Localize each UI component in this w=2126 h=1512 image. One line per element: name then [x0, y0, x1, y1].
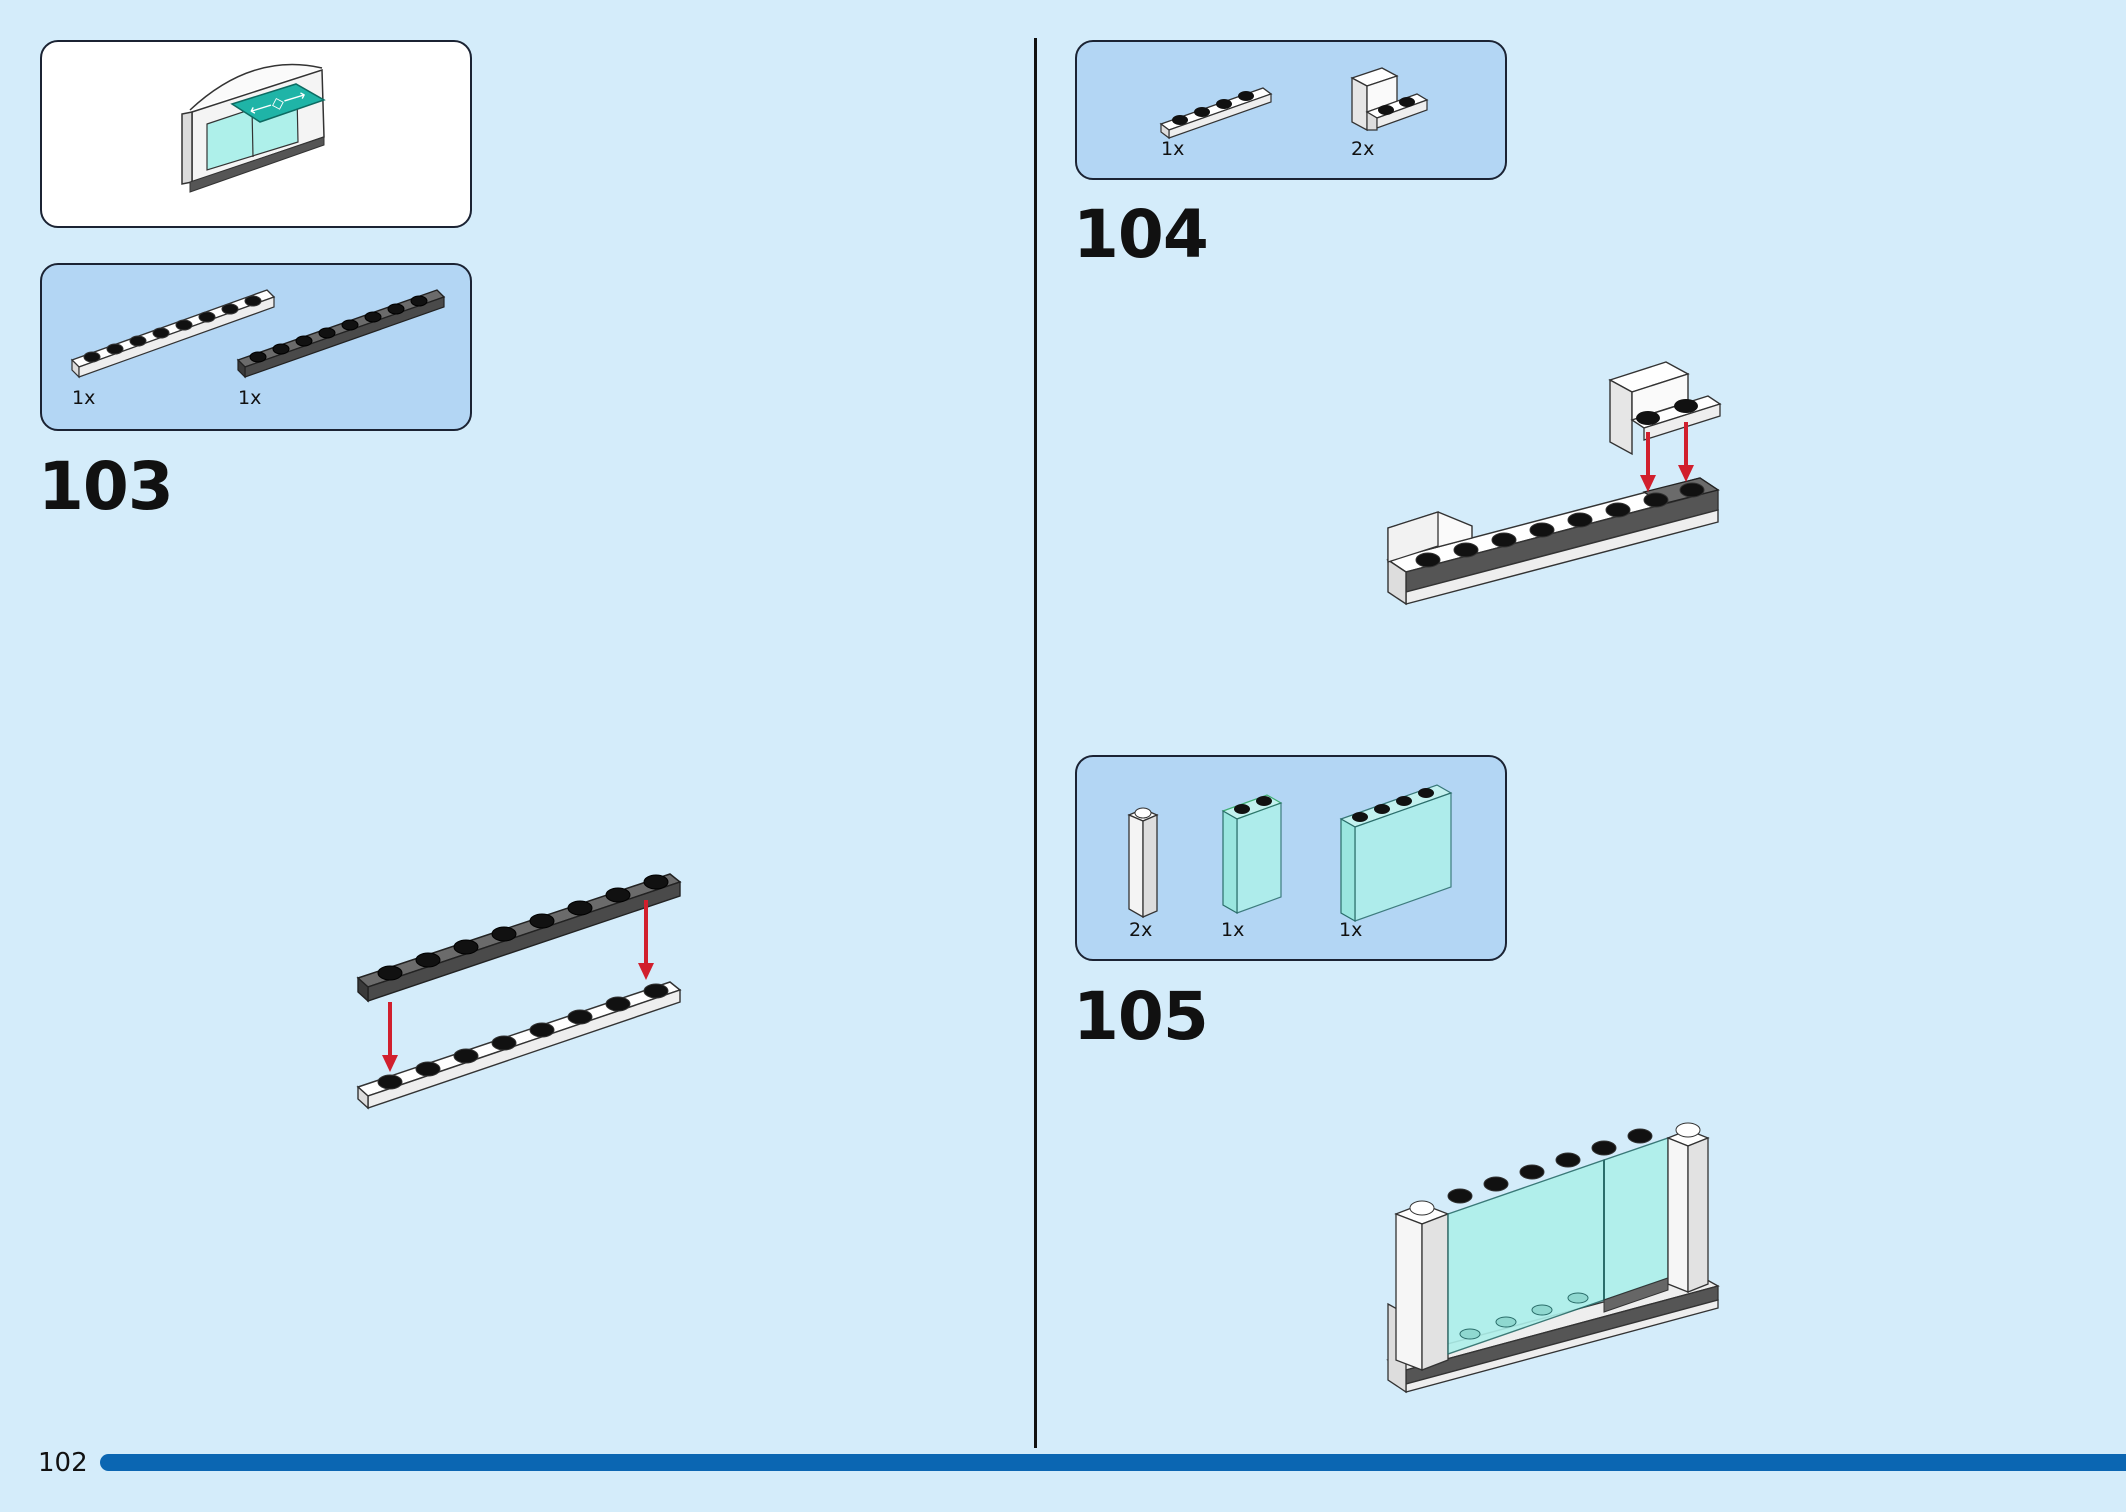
step-104-build-illustration — [1386, 361, 1722, 606]
step-103-parts-illustration — [70, 289, 446, 379]
part-quantity: 1x — [72, 387, 96, 409]
part-quantity: 1x — [238, 387, 262, 409]
part-quantity: 1x — [1161, 138, 1185, 160]
step-105-parts-illustration — [1127, 784, 1453, 923]
step-104-parts-list: 1x 2x — [1075, 40, 1507, 180]
part-quantity: 2x — [1351, 138, 1375, 160]
step-103-build-illustration — [356, 873, 682, 1110]
page-divider — [1034, 38, 1037, 1448]
part-quantity: 2x — [1129, 919, 1153, 941]
part-quantity: 1x — [1221, 919, 1245, 941]
window-submodel-illustration: ⟵◇⟶ — [181, 63, 326, 193]
step-104-parts-illustration — [1159, 67, 1429, 140]
step-105-build-illustration — [1386, 1122, 1720, 1394]
step-number: 104 — [1073, 196, 1209, 273]
progress-bar — [100, 1454, 2126, 1471]
step-105-parts-list: 2x 1x 1x — [1075, 755, 1507, 961]
step-103-parts-list: 1x 1x — [40, 263, 472, 431]
step-number: 105 — [1073, 978, 1209, 1055]
submodel-callout: ⟵◇⟶ — [40, 40, 472, 228]
page-number: 102 — [38, 1448, 88, 1478]
part-quantity: 1x — [1339, 919, 1363, 941]
step-number: 103 — [38, 448, 174, 525]
